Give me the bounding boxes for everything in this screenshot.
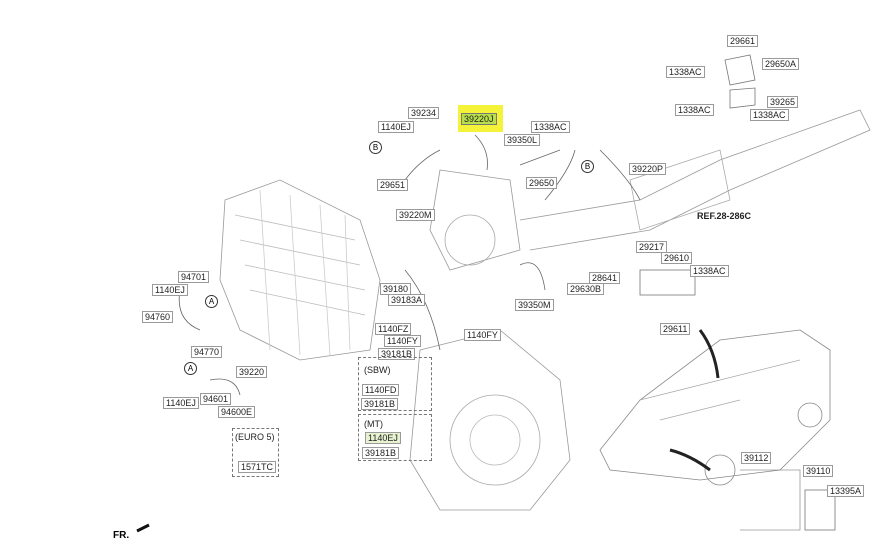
part-label[interactable]: 1140EJ [163, 397, 199, 409]
part-label[interactable]: 13395A [827, 485, 865, 497]
euro5-group-title: (EURO 5) [235, 432, 275, 442]
part-label[interactable]: 39181B [361, 398, 399, 410]
part-label[interactable]: 94600E [218, 406, 256, 418]
part-label[interactable]: 29217 [636, 241, 668, 253]
part-label[interactable]: 39183A [388, 294, 426, 306]
euro5-group [232, 428, 279, 477]
part-label[interactable]: 1338AC [666, 66, 705, 78]
part-label[interactable]: 1338AC [531, 121, 570, 133]
part-label[interactable]: 1140EJ [152, 284, 188, 296]
part-label[interactable]: 1140EJ [378, 121, 414, 133]
part-label[interactable]: 29630B [567, 283, 605, 295]
front-indicator: FR. [113, 530, 130, 541]
part-label[interactable]: 39110 [803, 465, 834, 477]
part-label[interactable]: 39220M [396, 209, 435, 221]
part-label[interactable]: 1338AC [690, 265, 729, 277]
marker-b: B [369, 141, 382, 154]
part-label[interactable]: 1140FZ [375, 323, 412, 335]
label-39220J[interactable]: 39220J [461, 113, 497, 125]
part-label[interactable]: 39350M [515, 299, 554, 311]
part-label[interactable]: 1571TC [238, 461, 277, 473]
sbw-group [358, 357, 432, 411]
part-label[interactable]: 94701 [178, 271, 210, 283]
part-label[interactable]: 39265 [767, 96, 799, 108]
reference-label[interactable]: REF.28-286C [697, 211, 752, 221]
mt-group [358, 414, 432, 461]
part-label[interactable]: 28641 [589, 272, 621, 284]
part-label[interactable]: 29650A [762, 58, 800, 70]
part-label[interactable]: 39234 [408, 107, 440, 119]
marker-a: A [205, 295, 218, 308]
part-label[interactable]: 1140FY [384, 335, 421, 347]
part-label[interactable]: 39220 [236, 366, 268, 378]
sbw-group-title: (SBW) [364, 365, 391, 375]
part-label[interactable]: 39112 [741, 452, 772, 464]
part-label[interactable]: 29651 [377, 179, 409, 191]
mt-group-title: (MT) [364, 419, 383, 429]
highlighted-part[interactable]: 39220J [458, 105, 503, 132]
part-label[interactable]: 39220P [629, 163, 667, 175]
part-label[interactable]: 1140FY [464, 329, 501, 341]
part-label[interactable]: 1338AC [675, 104, 714, 116]
part-label[interactable]: 39181B [362, 447, 400, 459]
part-label[interactable]: 29661 [727, 35, 759, 47]
part-label[interactable]: 1140FD [362, 384, 400, 396]
part-label[interactable]: 1338AC [750, 109, 789, 121]
part-label[interactable]: 29610 [661, 252, 693, 264]
marker-a: A [184, 362, 197, 375]
part-label[interactable]: 29611 [660, 323, 691, 335]
part-label[interactable]: 94601 [200, 393, 232, 405]
part-label[interactable]: 39350L [504, 134, 541, 146]
part-label[interactable]: 94760 [142, 311, 174, 323]
part-label[interactable]: 1140EJ [365, 432, 401, 444]
marker-b: B [581, 160, 594, 173]
part-label[interactable]: 29650 [526, 177, 558, 189]
part-label[interactable]: 94770 [191, 346, 223, 358]
